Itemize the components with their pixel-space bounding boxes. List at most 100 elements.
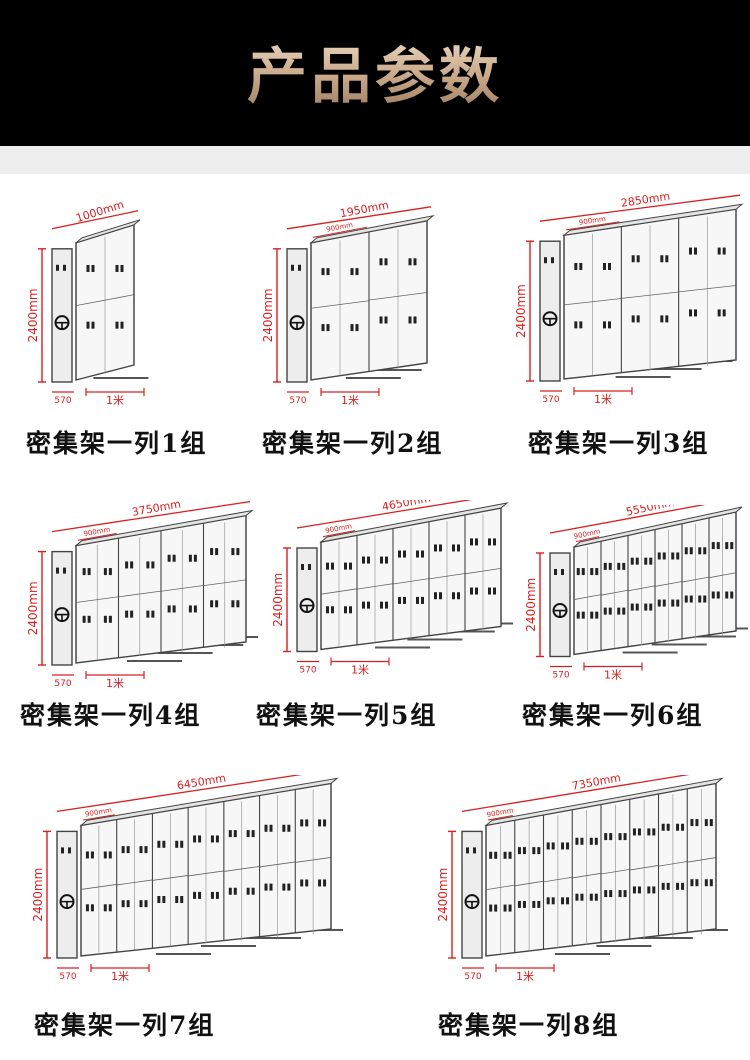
shelf-split bbox=[392, 578, 430, 585]
door-handle-icon bbox=[231, 600, 235, 608]
door-handle-icon bbox=[608, 321, 611, 329]
door-handle-icon bbox=[103, 615, 107, 623]
door-dimension-line bbox=[82, 814, 115, 821]
end-panel-latch-icon bbox=[291, 264, 294, 271]
door-handle-icon bbox=[350, 268, 354, 276]
door-handle-icon bbox=[193, 891, 197, 899]
door-handle-icon bbox=[318, 819, 322, 827]
height-label: 2400mm bbox=[524, 578, 538, 632]
door-handle-icon bbox=[318, 879, 322, 887]
header-banner: 产品参数 bbox=[0, 0, 750, 146]
handwheel-spokes bbox=[61, 900, 73, 908]
door-handle-icon bbox=[635, 603, 639, 611]
end-panel-latch-icon bbox=[473, 847, 476, 854]
door-handle-icon bbox=[590, 611, 594, 619]
door-handle-icon bbox=[108, 904, 112, 912]
door-handle-icon bbox=[233, 830, 237, 838]
rail-length-label: 1米 bbox=[106, 394, 124, 407]
door-handle-icon bbox=[188, 605, 192, 613]
door-handle-icon bbox=[690, 879, 694, 887]
door-handle-icon bbox=[623, 890, 627, 898]
depth-label: 570 bbox=[59, 972, 76, 982]
door-handle-icon bbox=[434, 544, 437, 552]
door-handle-icon bbox=[603, 262, 606, 270]
shelf-split bbox=[514, 880, 544, 887]
door-handle-icon bbox=[90, 851, 94, 859]
rail-length-label: 1米 bbox=[516, 970, 534, 983]
door-handle-icon bbox=[103, 904, 107, 912]
door-handle-icon bbox=[421, 596, 424, 604]
door-handle-icon bbox=[305, 819, 309, 827]
depth-label: 570 bbox=[552, 671, 569, 681]
door-handle-icon bbox=[730, 542, 734, 550]
door-handle-icon bbox=[139, 900, 143, 908]
end-panel-latch-icon bbox=[554, 569, 557, 575]
door-handle-icon bbox=[108, 615, 112, 623]
door-handle-icon bbox=[676, 552, 680, 560]
door-handle-icon bbox=[503, 851, 507, 859]
door-handle-icon bbox=[175, 840, 179, 848]
door-handle-icon bbox=[698, 547, 702, 555]
door-handle-icon bbox=[282, 883, 286, 891]
shelf-split bbox=[259, 861, 296, 868]
door-handle-icon bbox=[488, 587, 491, 595]
door-handle-icon bbox=[120, 321, 124, 329]
end-panel-latch-icon bbox=[56, 567, 59, 574]
door-handle-icon bbox=[660, 255, 664, 263]
depth-label: 570 bbox=[299, 666, 316, 676]
shelf-split bbox=[658, 861, 688, 867]
door-handle-icon bbox=[108, 851, 112, 859]
door-handle-icon bbox=[676, 882, 680, 890]
door-handle-icon bbox=[193, 605, 197, 613]
door-handle-icon bbox=[709, 879, 713, 887]
door-handle-icon bbox=[604, 833, 608, 841]
door-handle-icon bbox=[604, 890, 608, 898]
handwheel-spokes bbox=[301, 604, 313, 612]
end-panel-latch-icon bbox=[301, 564, 304, 570]
door-handle-icon bbox=[151, 610, 155, 618]
door-handle-icon bbox=[594, 837, 598, 845]
product-caption-2: 密集架一列2组 bbox=[262, 429, 444, 458]
door-handle-icon bbox=[537, 900, 541, 908]
door-handle-icon bbox=[236, 600, 240, 608]
door-handle-icon bbox=[657, 599, 661, 607]
door-handle-icon bbox=[684, 547, 688, 555]
door-handle-icon bbox=[470, 587, 473, 595]
rail-length-label: 1米 bbox=[341, 394, 359, 407]
door-handle-icon bbox=[716, 542, 720, 550]
door-handle-icon bbox=[665, 315, 669, 323]
end-panel-latch-icon bbox=[544, 257, 547, 264]
door-handle-icon bbox=[684, 595, 688, 603]
shelf-split bbox=[485, 884, 515, 891]
shelf-split bbox=[320, 588, 358, 595]
door-handle-icon bbox=[120, 264, 124, 272]
door-handle-icon bbox=[608, 562, 612, 570]
door-handle-icon bbox=[90, 904, 94, 912]
door-handle-icon bbox=[694, 247, 697, 255]
door-handle-icon bbox=[647, 886, 651, 894]
door-handle-icon bbox=[574, 321, 578, 329]
door-handle-icon bbox=[408, 316, 412, 324]
door-handle-icon bbox=[125, 610, 129, 618]
shelf-split bbox=[654, 581, 683, 587]
door-handle-icon bbox=[589, 837, 593, 845]
door-handle-icon bbox=[576, 611, 580, 619]
shelf-split bbox=[80, 884, 117, 890]
door-handle-icon bbox=[508, 851, 512, 859]
door-handle-icon bbox=[210, 600, 214, 608]
door-handle-icon bbox=[575, 893, 579, 901]
door-handle-icon bbox=[488, 538, 491, 546]
door-handle-icon bbox=[566, 842, 570, 850]
handwheel-spokes bbox=[466, 900, 478, 908]
handwheel-spokes bbox=[544, 317, 556, 325]
door-handle-icon bbox=[470, 538, 473, 546]
door-handle-icon bbox=[689, 309, 692, 317]
door-handle-icon bbox=[652, 886, 656, 894]
cabinet-top bbox=[309, 214, 435, 244]
